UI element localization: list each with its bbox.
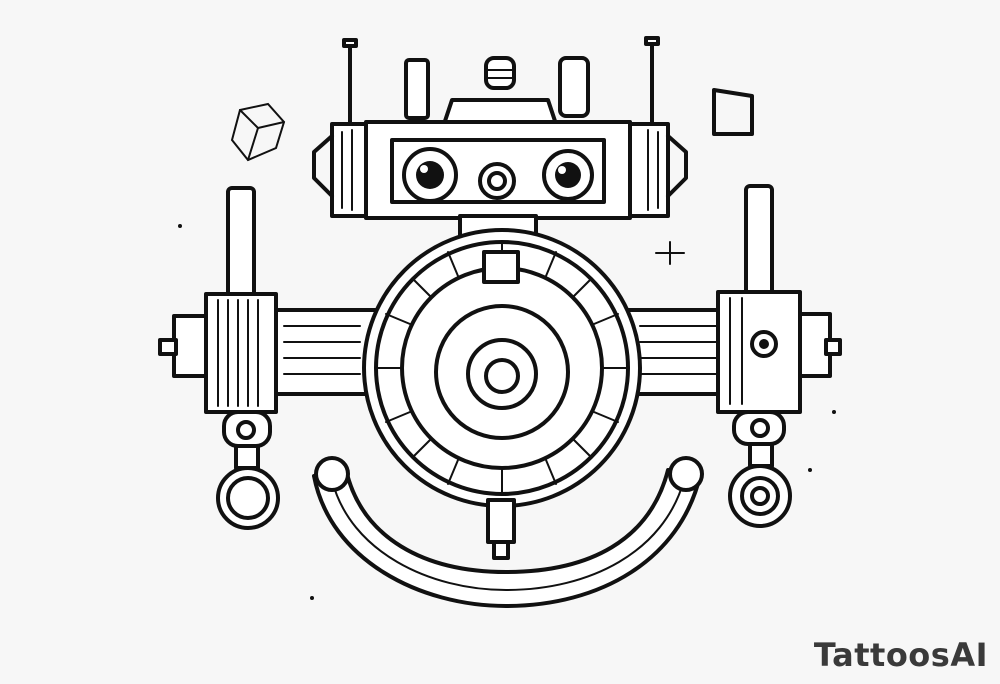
watermark-logo: TattoosAI <box>813 636 988 674</box>
curved-strap <box>312 456 704 608</box>
decorative-dot <box>808 468 812 472</box>
antenna-right <box>644 36 660 130</box>
right-eye <box>542 149 594 201</box>
decorative-dot <box>178 224 182 228</box>
decorative-flag-shape <box>712 88 754 136</box>
decorative-dot <box>832 410 836 414</box>
antenna-left <box>342 38 358 130</box>
decorative-sparkle <box>655 241 685 265</box>
left-arm <box>158 186 280 530</box>
top-left-bolt <box>404 58 430 120</box>
decorative-hexagon <box>230 102 286 162</box>
decorative-dot <box>310 596 314 600</box>
top-center-knob <box>442 56 558 126</box>
top-right-bolt <box>558 56 590 118</box>
left-eye <box>402 147 458 203</box>
right-arm <box>716 184 842 528</box>
center-eye <box>478 162 516 200</box>
gear-wheel <box>362 228 642 560</box>
